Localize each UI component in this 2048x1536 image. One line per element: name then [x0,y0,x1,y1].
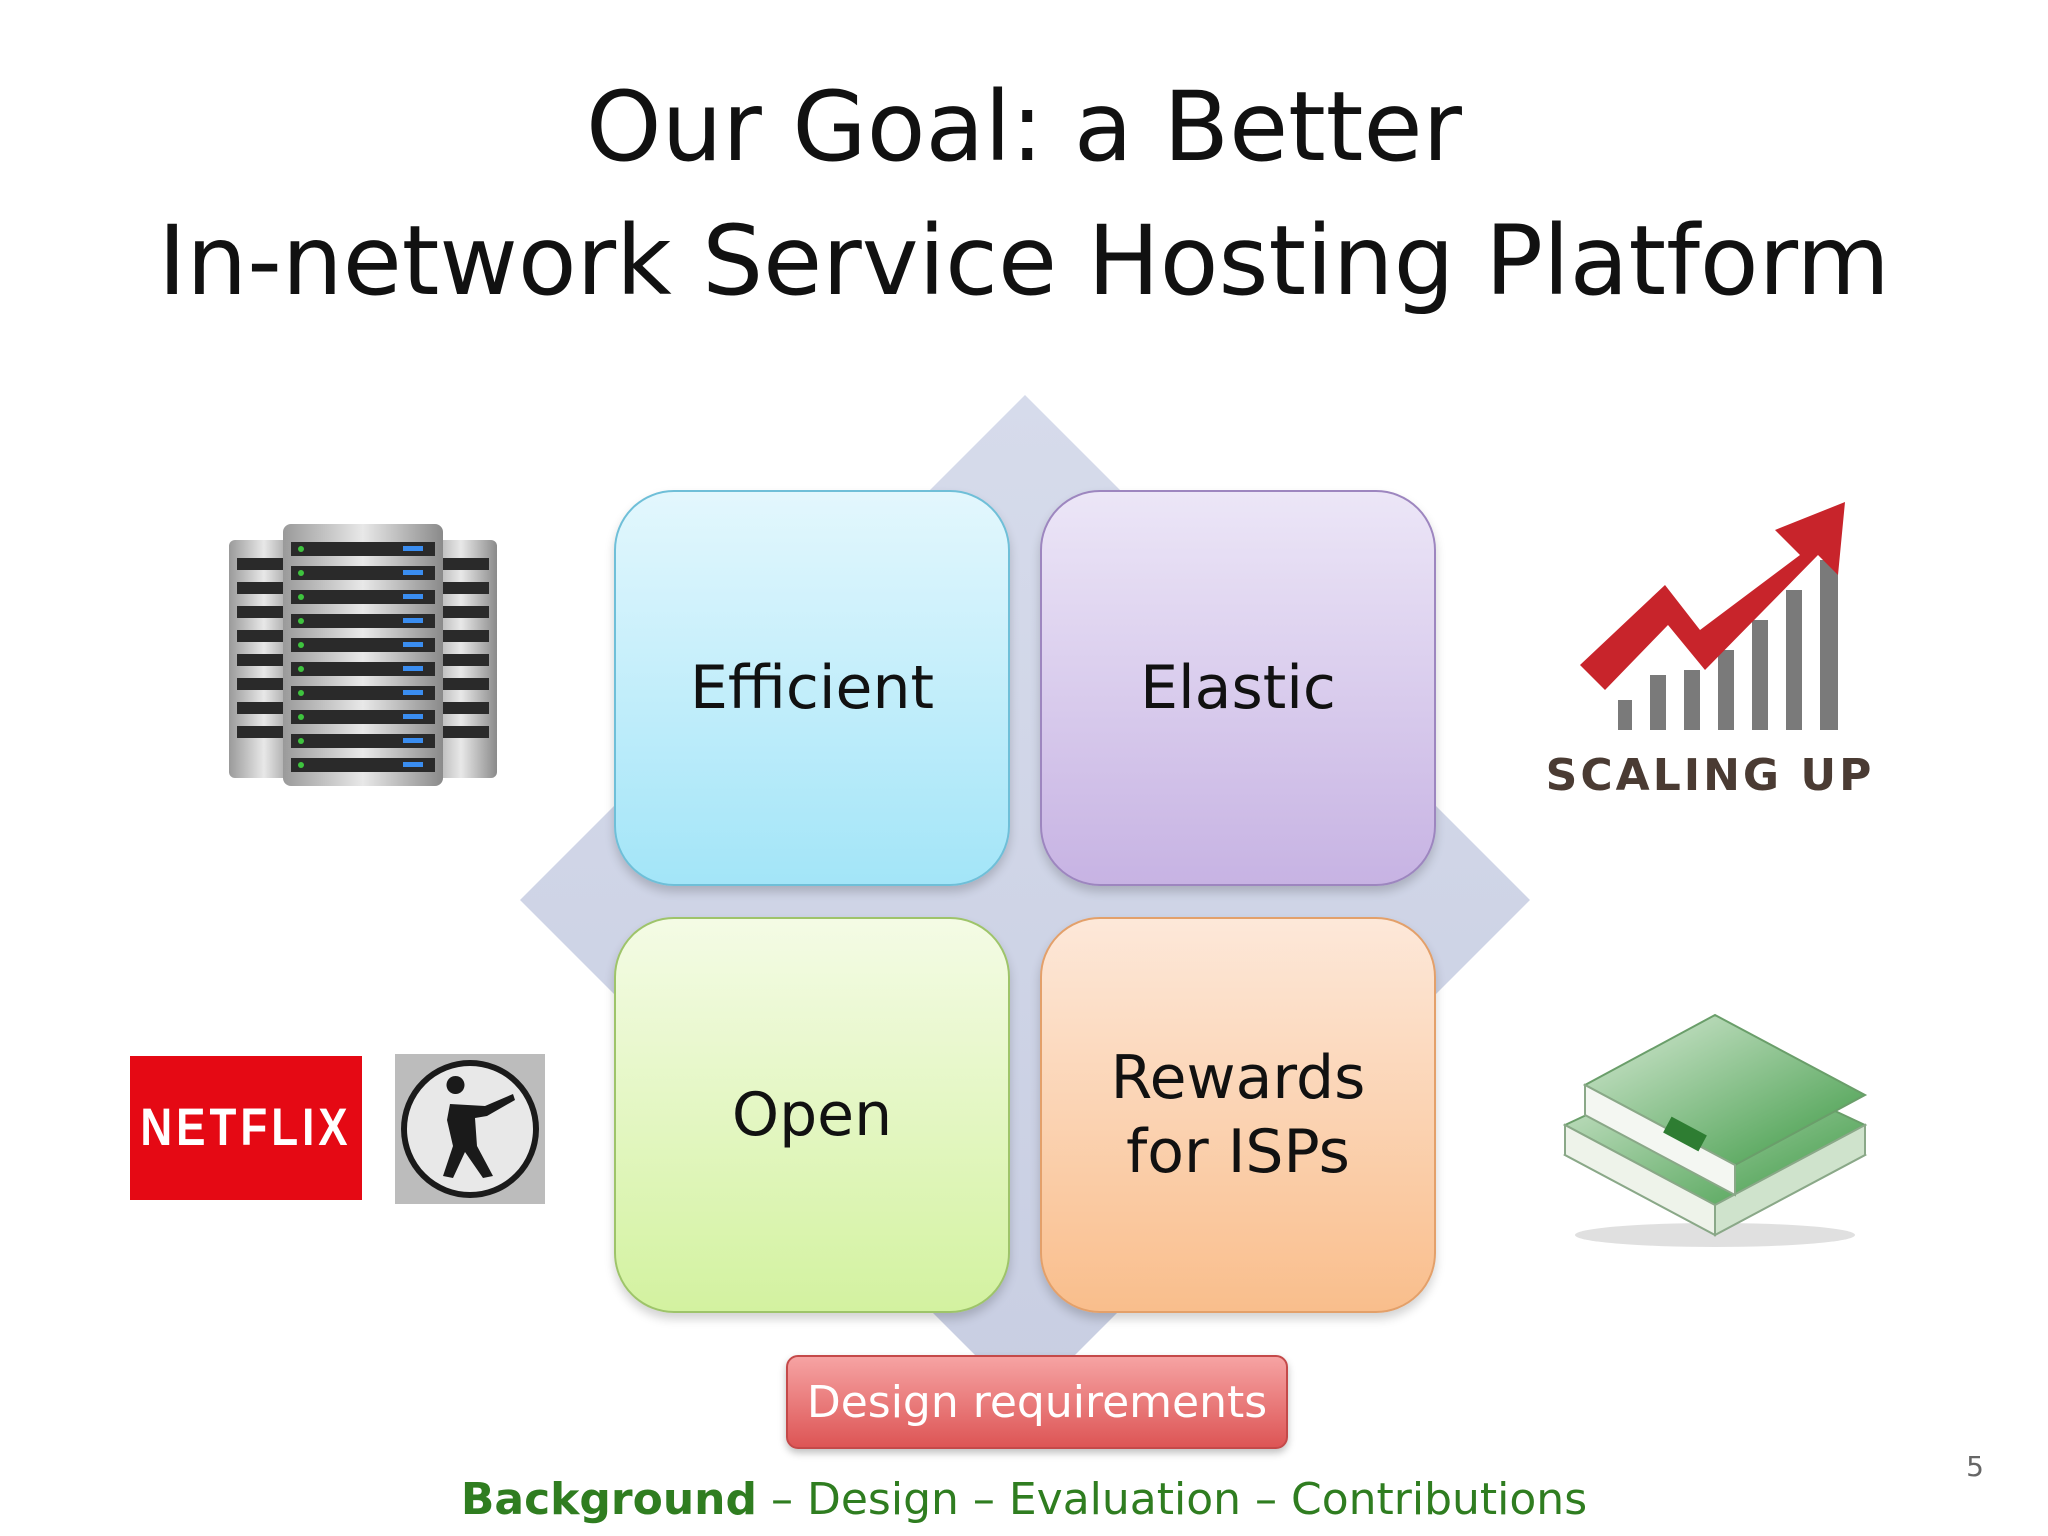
netflix-logo-text: NETFLIX [140,1098,352,1157]
scaling-up-arrow-icon [1580,502,1845,730]
page-number: 5 [1966,1450,1984,1483]
quadrant-open: Open [614,917,1010,1313]
quadrant-rewards: Rewards for ISPs [1040,917,1436,1313]
quadrant-open-label: Open [731,1080,893,1150]
scaling-up-label: SCALING UP [1545,750,1875,801]
euro-banknotes-icon [1562,1013,1868,1247]
slide-title-line-2: In-network Service Hosting Platform [158,205,1890,317]
counter-strike-logo [395,1054,545,1204]
quadrant-elastic-label: Elastic [1140,653,1336,723]
design-requirements-box: Design requirements [786,1355,1288,1449]
quadrant-efficient-label: Efficient [689,653,935,723]
design-requirements-label: Design requirements [806,1376,1268,1428]
quadrant-elastic: Elastic [1040,490,1436,886]
slide-title-line-1: Our Goal: a Better [586,71,1462,183]
section-breadcrumb: Background – Design – Evaluation – Contr… [0,1474,2048,1525]
slide-title: Our Goal: a Better In-network Service Ho… [0,60,2048,328]
breadcrumb-remaining-sections: – Design – Evaluation – Contributions [757,1474,1588,1525]
netflix-logo: NETFLIX [130,1056,362,1200]
breadcrumb-current-section: Background [460,1474,757,1525]
server-rack-icon [229,524,497,786]
quadrant-rewards-label: Rewards for ISPs [1110,1043,1366,1187]
quadrant-efficient: Efficient [614,490,1010,886]
